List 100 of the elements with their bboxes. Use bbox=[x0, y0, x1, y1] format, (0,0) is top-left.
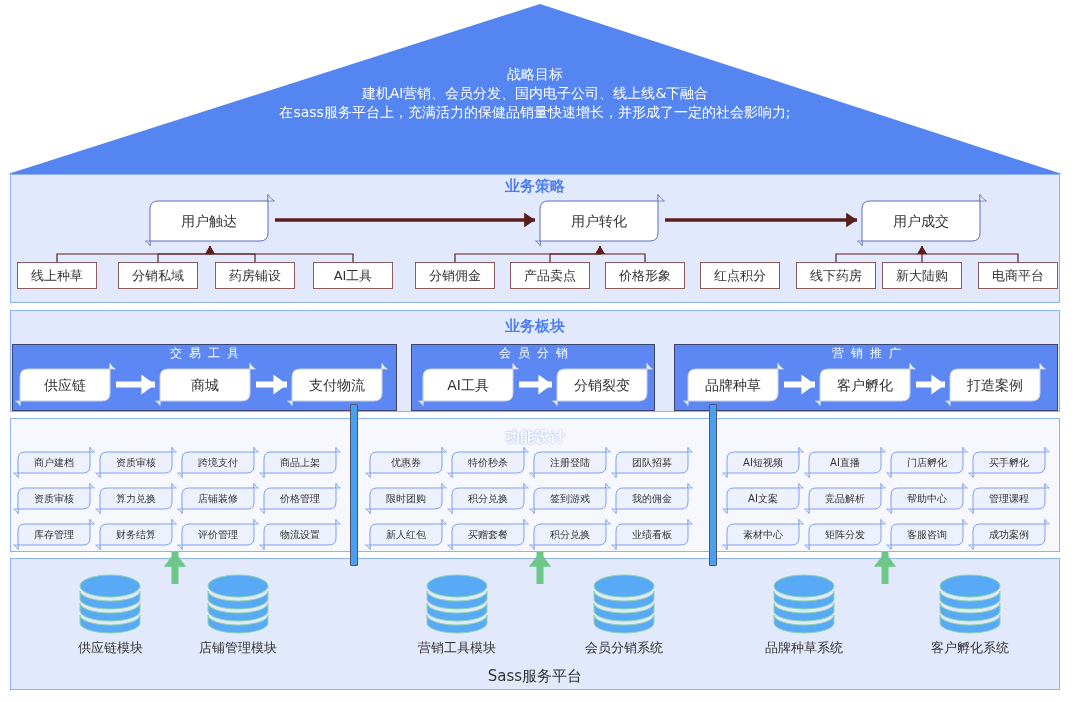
box-label: 商户建档 bbox=[34, 456, 74, 469]
box-label: 用户转化 bbox=[571, 212, 627, 230]
box-label: 买赠套餐 bbox=[468, 528, 508, 541]
tag-label: 新大陆购 bbox=[896, 267, 948, 284]
tag-label: 红点积分 bbox=[714, 267, 766, 284]
box-label: 库存管理 bbox=[34, 528, 74, 541]
group-title: 交易工具 bbox=[169, 345, 246, 361]
tag-box bbox=[118, 262, 198, 289]
tag-label: 电商平台 bbox=[992, 267, 1044, 284]
section-title: 业务板块 bbox=[505, 317, 565, 335]
box-label: 限时团购 bbox=[386, 492, 426, 505]
arrow bbox=[595, 245, 646, 263]
box-label: 品牌种草 bbox=[705, 376, 761, 394]
box-label: 业绩看板 bbox=[632, 528, 672, 541]
box-label: 素材中心 bbox=[743, 528, 783, 541]
box-label: 用户成交 bbox=[893, 212, 949, 230]
tag-label: 线下药房 bbox=[810, 267, 862, 284]
box-label: AI短视频 bbox=[743, 456, 783, 469]
tag-label: 分销私域 bbox=[132, 267, 184, 284]
box-label: 买手孵化 bbox=[989, 456, 1029, 469]
box-label: 积分兑换 bbox=[550, 528, 590, 541]
tag-label: 药房铺设 bbox=[229, 267, 281, 284]
arrow bbox=[665, 214, 857, 226]
tag-box bbox=[313, 262, 393, 289]
group-panel bbox=[674, 344, 1058, 411]
section-panel bbox=[10, 174, 1060, 303]
arrow bbox=[167, 552, 183, 584]
box-label: 客户孵化 bbox=[837, 376, 893, 394]
arrow bbox=[916, 377, 945, 392]
arrow bbox=[532, 552, 548, 584]
box-label: AI工具 bbox=[447, 376, 489, 394]
tag-box bbox=[510, 262, 590, 289]
arrow bbox=[917, 245, 1019, 263]
tag-label: 价格形象 bbox=[619, 267, 671, 284]
database-label: 营销工具模块 bbox=[418, 640, 496, 656]
database-label: 供应链模块 bbox=[77, 640, 143, 656]
roof-text: 建机AI营销、会员分发、国内电子公司、线上线&下融合 bbox=[361, 85, 709, 101]
roof-heading: 战略目标 bbox=[507, 66, 563, 82]
arrow bbox=[116, 377, 155, 392]
tag-box bbox=[700, 262, 780, 289]
database-label: 店铺管理模块 bbox=[199, 640, 277, 656]
box-label: 商城 bbox=[191, 376, 219, 394]
group-title: 营销推广 bbox=[830, 345, 908, 361]
box-label: 客服咨询 bbox=[907, 528, 947, 541]
box-label: 店铺装修 bbox=[198, 492, 238, 505]
database-label: 品牌种草系统 bbox=[765, 640, 843, 656]
tag-label: 线上种草 bbox=[31, 267, 83, 284]
tag-label: 分销佣金 bbox=[429, 267, 481, 284]
group-panel bbox=[411, 344, 655, 411]
box-label: 门店孵化 bbox=[907, 456, 947, 469]
box-label: 积分兑换 bbox=[468, 492, 508, 505]
box-label: 管理课程 bbox=[989, 492, 1029, 505]
box-label: 帮助中心 bbox=[907, 492, 947, 505]
arrow bbox=[205, 245, 354, 263]
box-label: 矩阵分发 bbox=[825, 528, 865, 541]
tag-box bbox=[17, 262, 97, 289]
tag-box bbox=[215, 262, 295, 289]
section-title: 业务策略 bbox=[505, 177, 565, 195]
group-title: 会员分销 bbox=[497, 345, 575, 361]
tag-label: 产品卖点 bbox=[524, 267, 576, 284]
box-label: 签到游戏 bbox=[550, 492, 590, 505]
tag-box bbox=[415, 262, 495, 289]
tag-box bbox=[978, 262, 1058, 289]
tag-box bbox=[796, 262, 876, 289]
box-label: 用户触达 bbox=[181, 212, 237, 230]
box-label: 竞品解析 bbox=[825, 492, 865, 505]
box-label: 团队招募 bbox=[632, 456, 672, 469]
box-label: 跨境支付 bbox=[198, 456, 238, 469]
tag-label: AI工具 bbox=[333, 267, 373, 284]
arrow bbox=[275, 214, 535, 226]
box-label: 成功案例 bbox=[989, 528, 1029, 541]
roof-text: 在sass服务平台上，充满活力的保健品销量快速增长，并形成了一定的社会影响力; bbox=[279, 104, 791, 120]
box-label: 资质审核 bbox=[116, 456, 156, 469]
tag-box bbox=[605, 262, 685, 289]
box-label: 算力兑换 bbox=[116, 492, 156, 505]
box-label: 我的佣金 bbox=[632, 492, 672, 505]
box-label: 支付物流 bbox=[309, 376, 365, 394]
box-label: 供应链 bbox=[44, 376, 86, 394]
tag-box bbox=[882, 262, 962, 289]
box-label: 财务结算 bbox=[116, 528, 156, 541]
box-label: 物流设置 bbox=[280, 528, 320, 541]
box-label: 商品上架 bbox=[280, 456, 320, 469]
box-label: 新人红包 bbox=[386, 528, 426, 541]
box-label: 打造案例 bbox=[967, 376, 1023, 394]
database-label: 客户孵化系统 bbox=[931, 640, 1009, 656]
arrow bbox=[256, 377, 287, 392]
arrow bbox=[519, 377, 552, 392]
box-label: AI直播 bbox=[830, 456, 860, 469]
box-label: 特价秒杀 bbox=[468, 456, 508, 469]
box-label: 注册登陆 bbox=[550, 456, 590, 469]
box-label: 资质审核 bbox=[34, 492, 74, 505]
box-label: 评价管理 bbox=[198, 528, 238, 541]
box-label: 分销裂变 bbox=[574, 376, 630, 394]
box-label: 优惠券 bbox=[391, 456, 421, 469]
section-title: Sass服务平台 bbox=[487, 667, 583, 685]
database-label: 会员分销系统 bbox=[585, 640, 663, 656]
box-label: AI文案 bbox=[748, 492, 778, 505]
box-label: 价格管理 bbox=[280, 492, 320, 505]
section-panel bbox=[10, 310, 1060, 412]
group-panel bbox=[12, 344, 397, 411]
